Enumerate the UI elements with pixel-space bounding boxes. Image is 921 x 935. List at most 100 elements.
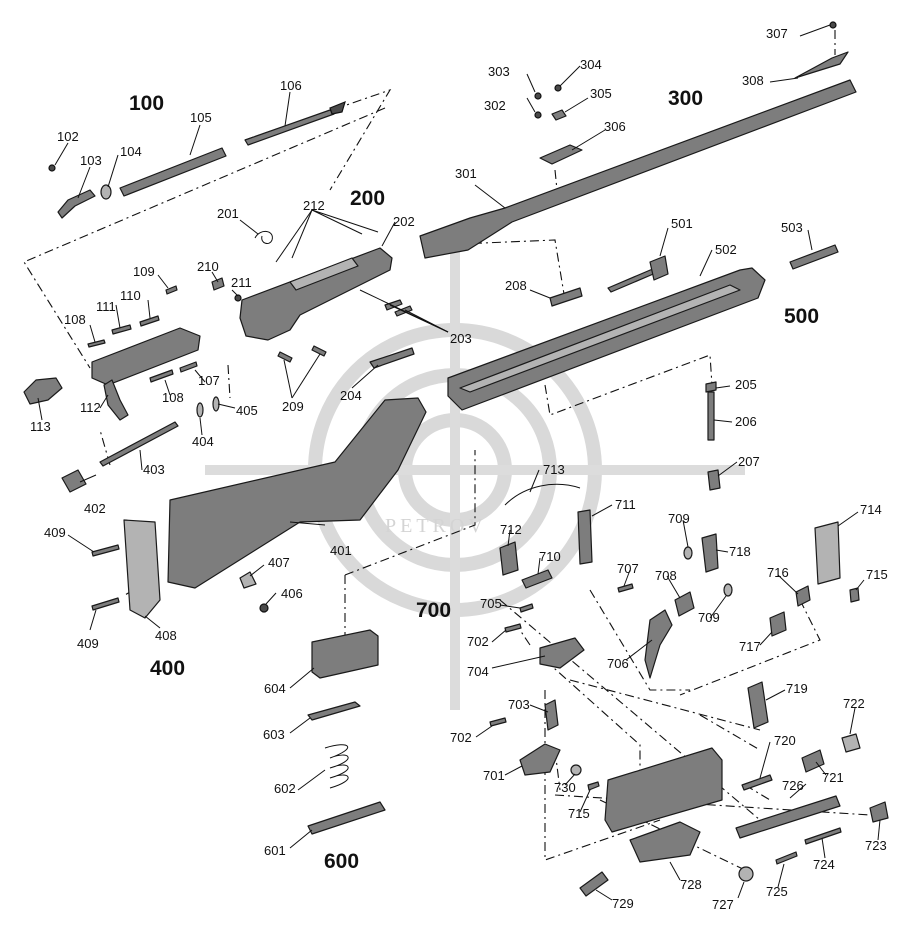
part-label: 718 xyxy=(729,544,751,559)
part-108-spring-a xyxy=(87,339,106,348)
part-106-tip xyxy=(329,100,346,115)
part-402-nut xyxy=(61,469,87,493)
part-113-shroud xyxy=(23,377,63,405)
part-label: 209 xyxy=(282,399,304,414)
part-112-bolt-body xyxy=(91,327,201,386)
part-111-pin xyxy=(111,324,132,335)
part-label: 703 xyxy=(508,697,530,712)
part-label: 210 xyxy=(197,259,219,274)
part-109-pin xyxy=(165,285,178,295)
part-labels: 102 103 104 105 106 107 108 108 109 110 … xyxy=(30,26,888,912)
part-401-buttstock xyxy=(167,397,427,589)
part-501-bolt xyxy=(607,267,659,293)
part-label: 501 xyxy=(671,216,693,231)
part-label: 306 xyxy=(604,119,626,134)
group-700-trigger xyxy=(489,483,889,897)
part-407-escutcheon xyxy=(239,571,257,589)
part-label: 715 xyxy=(866,567,888,582)
part-207-sleeve xyxy=(707,469,721,491)
part-721-spring xyxy=(801,749,825,773)
part-403-stock-bolt xyxy=(99,421,179,467)
part-label: 726 xyxy=(782,778,804,793)
part-301-barrel xyxy=(419,79,857,259)
group-labels: 100 200 300 400 500 600 700 xyxy=(129,87,819,873)
part-label: 107 xyxy=(198,373,220,388)
part-label: 112 xyxy=(80,400,101,415)
part-112-bolt-handle xyxy=(103,379,129,421)
group-500-forend xyxy=(447,244,839,411)
part-106-firing-pin xyxy=(244,109,335,146)
part-725-spring xyxy=(775,851,798,865)
group-label: 400 xyxy=(150,657,185,680)
part-label: 109 xyxy=(133,264,155,279)
part-label: 710 xyxy=(539,549,561,564)
part-label: 408 xyxy=(155,628,177,643)
part-label: 724 xyxy=(813,857,835,872)
part-label: 108 xyxy=(64,312,86,327)
part-712-block xyxy=(499,541,519,576)
part-210-screw xyxy=(211,277,225,291)
part-label: 405 xyxy=(236,403,258,418)
part-label: 105 xyxy=(190,110,212,125)
part-304-screw xyxy=(554,84,562,92)
part-404-washer xyxy=(196,402,204,418)
part-202-port xyxy=(289,257,359,291)
part-label: 409 xyxy=(44,525,66,540)
part-label: 502 xyxy=(715,242,737,257)
part-label: 110 xyxy=(120,288,141,303)
part-label: 702 xyxy=(467,634,489,649)
part-label: 304 xyxy=(580,57,602,72)
part-label: 720 xyxy=(774,733,796,748)
part-208-pin xyxy=(549,287,583,307)
part-409-screw-b xyxy=(91,597,120,611)
group-label: 300 xyxy=(668,87,703,110)
part-label: 203 xyxy=(450,331,472,346)
part-label: 407 xyxy=(268,555,290,570)
part-label: 204 xyxy=(340,388,362,403)
part-209-pin-b xyxy=(311,345,327,357)
part-709-clip-a xyxy=(683,546,693,560)
part-705-pin xyxy=(519,603,534,613)
part-729-screw xyxy=(579,871,609,897)
part-702-pin-b xyxy=(489,717,507,727)
part-label: 709 xyxy=(668,511,690,526)
part-728-trigger-guard xyxy=(604,747,723,833)
part-label: 104 xyxy=(120,144,142,159)
part-730-bushing xyxy=(570,764,582,776)
part-label: 715 xyxy=(568,806,590,821)
part-724-pin xyxy=(804,827,842,845)
part-label: 604 xyxy=(264,681,286,696)
part-label: 102 xyxy=(57,129,79,144)
group-100-bolt xyxy=(23,100,346,421)
part-label: 707 xyxy=(617,561,639,576)
part-label: 301 xyxy=(455,166,477,181)
part-label: 711 xyxy=(615,497,636,512)
part-label: 211 xyxy=(231,275,252,290)
part-104-washer xyxy=(100,184,112,200)
part-602-spring xyxy=(324,744,349,789)
part-label: 719 xyxy=(786,681,808,696)
part-710-lever xyxy=(521,569,553,589)
part-label: 721 xyxy=(822,770,844,785)
part-202-receiver xyxy=(239,247,393,341)
part-label: 729 xyxy=(612,896,634,911)
part-label: 503 xyxy=(781,220,803,235)
part-105-spring xyxy=(119,147,227,197)
part-706-trigger-blade xyxy=(644,609,673,679)
part-406-screw xyxy=(259,603,269,613)
part-label: 404 xyxy=(192,434,214,449)
part-604-magazine-body xyxy=(311,629,379,679)
part-726-lever xyxy=(735,795,841,839)
part-label: 208 xyxy=(505,278,527,293)
group-600-magazine xyxy=(307,629,386,835)
part-label: 409 xyxy=(77,636,99,651)
part-717-plunger xyxy=(769,611,787,637)
part-label: 308 xyxy=(742,73,764,88)
part-label: 602 xyxy=(274,781,296,796)
part-722-cap xyxy=(841,733,861,753)
part-label: 708 xyxy=(655,568,677,583)
part-label: 303 xyxy=(488,64,510,79)
part-211-ball xyxy=(234,294,242,302)
part-label: 202 xyxy=(393,214,415,229)
part-713-spring xyxy=(504,483,581,506)
